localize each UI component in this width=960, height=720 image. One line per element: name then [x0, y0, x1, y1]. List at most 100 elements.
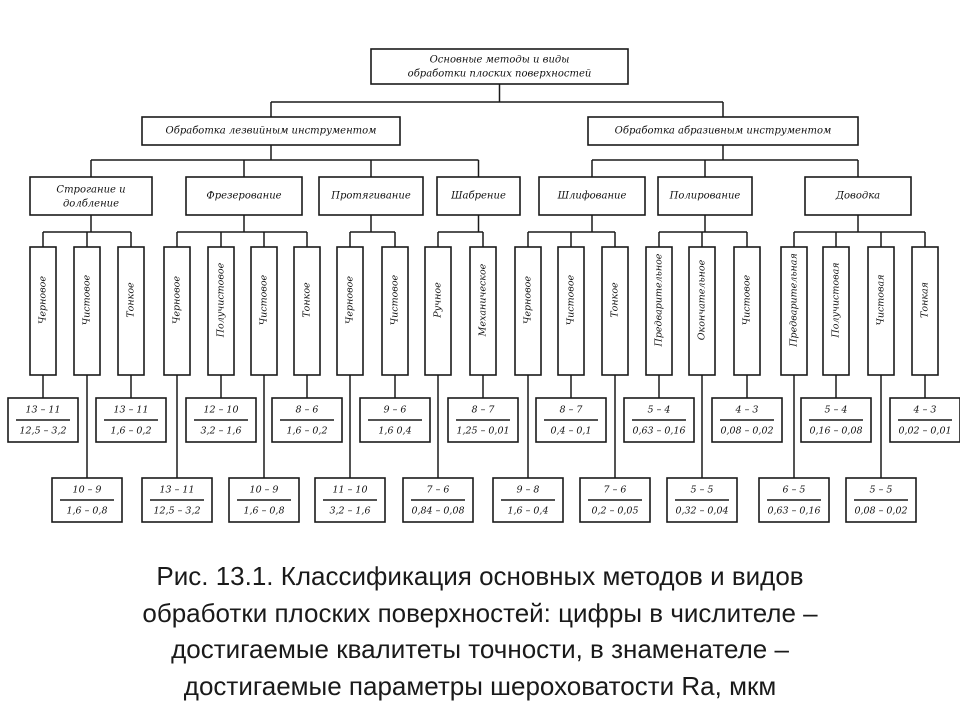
figure-caption: Рис. 13.1. Классификация основных методо…	[0, 558, 960, 704]
leaf-label: Чистовое	[566, 274, 577, 325]
roughness-ra-label: 0,02 – 0,01	[898, 426, 951, 437]
leaf-box	[207, 246, 235, 376]
leaf-box	[514, 246, 542, 376]
caption-line: достигаемые параметры шероховатости Ra, …	[183, 670, 777, 701]
method-box	[318, 176, 424, 216]
classification-diagram: Основные методы и виды обработки плоских …	[7, 48, 960, 523]
leaf-box	[733, 246, 761, 376]
leaf-box	[381, 246, 409, 376]
roughness-ra-label: 1,6 – 0,2	[286, 426, 327, 437]
group-box	[587, 116, 859, 146]
roughness-ra-label: 12,5 – 3,2	[153, 506, 200, 517]
accuracy-grade-label: 4 – 3	[735, 405, 759, 416]
leaf-label: Чистовое	[82, 274, 93, 325]
leaf-box	[163, 246, 191, 376]
root-label: обработки плоских поверхностей	[408, 69, 592, 80]
leaf-label: Чистовая	[876, 275, 887, 326]
roughness-ra-label: 0,32 – 0,04	[675, 506, 728, 517]
accuracy-grade-label: 5 – 5	[691, 485, 714, 496]
leaf-label: Ручное	[433, 282, 444, 319]
leaf-label: Тонкое	[302, 282, 313, 318]
accuracy-grade-label: 8 – 7	[560, 405, 584, 416]
accuracy-grade-label: 13 – 11	[114, 405, 149, 416]
leaf-label: Тонкая	[920, 282, 931, 318]
leaf-box	[780, 246, 808, 376]
leaf-box	[645, 246, 673, 376]
accuracy-grade-label: 9 – 6	[384, 405, 407, 416]
root-label: Основные методы и виды	[430, 55, 570, 66]
accuracy-grade-label: 8 – 6	[296, 405, 319, 416]
accuracy-grade-label: 6 – 5	[783, 485, 806, 496]
leaf-label: Окончательное	[697, 259, 708, 340]
caption-line: обработки плоских поверхностей: цифры в …	[142, 597, 818, 628]
accuracy-grade-label: 10 – 9	[250, 485, 279, 496]
leaf-box	[557, 246, 585, 376]
leaf-box	[911, 246, 939, 376]
group-label: Обработка лезвийным инструментом	[166, 126, 377, 137]
method-label: долбление	[63, 199, 119, 210]
leaf-box	[336, 246, 364, 376]
accuracy-grade-label: 7 – 6	[427, 485, 450, 496]
roughness-ra-label: 3,2 – 1,6	[200, 426, 241, 437]
accuracy-grade-label: 13 – 11	[160, 485, 195, 496]
accuracy-grade-label: 11 – 10	[333, 485, 368, 496]
roughness-ra-label: 1,6 – 0,8	[66, 506, 107, 517]
roughness-ra-label: 0,63 – 0,16	[632, 426, 685, 437]
accuracy-grade-label: 4 – 3	[913, 405, 937, 416]
accuracy-grade-label: 5 – 4	[648, 405, 671, 416]
method-label: Строгание и	[56, 185, 125, 196]
root-box	[370, 48, 629, 85]
leaf-label: Черновое	[523, 276, 534, 324]
leaf-label: Чистовое	[259, 274, 270, 325]
leaf-box	[250, 246, 278, 376]
method-label: Полирование	[669, 191, 741, 202]
roughness-ra-label: 0,16 – 0,08	[809, 426, 862, 437]
leaf-label: Чистовое	[390, 274, 401, 325]
leaf-label: Получистовое	[216, 262, 227, 338]
roughness-ra-label: 1,6 – 0,2	[110, 426, 151, 437]
method-box	[657, 176, 753, 216]
leaf-box	[469, 246, 497, 376]
accuracy-grade-label: 12 – 10	[204, 405, 239, 416]
leaf-label: Черновое	[345, 276, 356, 324]
leaf-label: Предварительная	[789, 253, 800, 347]
accuracy-grade-label: 5 – 5	[870, 485, 893, 496]
method-box	[436, 176, 521, 216]
method-label: Шлифование	[557, 191, 627, 202]
method-box	[185, 176, 303, 216]
accuracy-grade-label: 10 – 9	[73, 485, 102, 496]
roughness-ra-label: 1,6 – 0,8	[243, 506, 284, 517]
leaf-box	[117, 246, 145, 376]
method-label: Протягивание	[330, 191, 411, 202]
leaf-label: Черновое	[38, 276, 49, 324]
accuracy-grade-label: 13 – 11	[26, 405, 61, 416]
leaf-label: Получистовая	[831, 262, 842, 338]
roughness-ra-label: 0,08 – 0,02	[720, 426, 773, 437]
roughness-ra-label: 1,6 – 0,4	[507, 506, 548, 517]
leaf-label: Тонкое	[610, 282, 621, 318]
leaf-label: Механическое	[478, 263, 489, 337]
leaf-label: Чистовое	[742, 274, 753, 325]
roughness-ra-label: 12,5 – 3,2	[19, 426, 66, 437]
leaf-box	[29, 246, 57, 376]
leaf-box	[867, 246, 895, 376]
accuracy-grade-label: 7 – 6	[604, 485, 627, 496]
method-label: Фрезерование	[206, 191, 281, 202]
method-label: Шабрение	[450, 191, 506, 202]
roughness-ra-label: 0,2 – 0,05	[591, 506, 638, 517]
roughness-ra-label: 3,2 – 1,6	[329, 506, 370, 517]
method-box	[538, 176, 646, 216]
roughness-ra-label: 1,25 – 0,01	[456, 426, 509, 437]
roughness-ra-label: 0,63 – 0,16	[767, 506, 820, 517]
roughness-ra-label: 0,84 – 0,08	[411, 506, 464, 517]
leaf-box	[688, 246, 716, 376]
caption-line: Рис. 13.1. Классификация основных методо…	[156, 561, 804, 591]
roughness-ra-label: 0,4 – 0,1	[550, 426, 591, 437]
accuracy-grade-label: 9 – 8	[517, 485, 540, 496]
leaf-label: Тонкое	[126, 282, 137, 318]
accuracy-grade-label: 8 – 7	[472, 405, 496, 416]
caption-line: достигаемые квалитеты точности, в знамен…	[171, 634, 789, 664]
roughness-ra-label: 1,6 0,4	[378, 426, 411, 437]
group-box	[141, 116, 401, 146]
leaf-box	[73, 246, 101, 376]
